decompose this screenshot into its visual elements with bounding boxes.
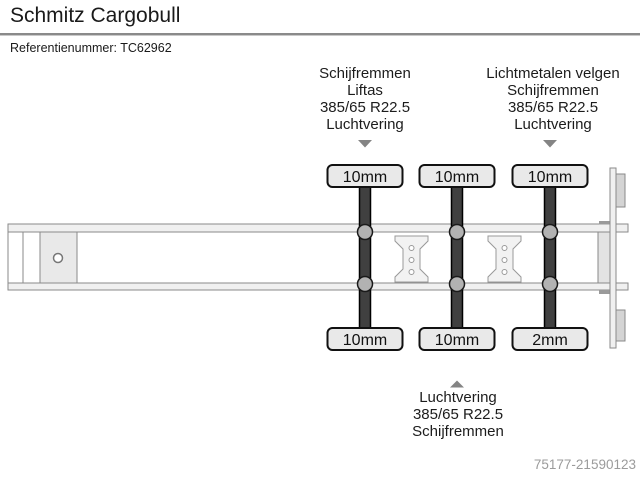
axle-2-hub-top — [448, 223, 466, 241]
rear-tab — [599, 290, 610, 294]
axle-2-bottom-tread-value: 10mm — [435, 332, 479, 349]
annotation-line: 385/65 R22.5 — [507, 99, 599, 116]
rear-end-structure — [597, 167, 626, 349]
chassis-frame — [7, 223, 629, 291]
title-divider — [0, 33, 640, 36]
annotation-line: Luchtvering — [419, 389, 497, 406]
axle-2-bottom-tread-badge — [418, 327, 496, 351]
arrow-up-icon — [450, 380, 464, 388]
axle-2: 10mm 10mm — [418, 164, 496, 351]
page-title: Schmitz Cargobull — [10, 4, 181, 27]
axle-3-top-tread-badge — [511, 164, 589, 188]
axle-1-bottom-tread-value: 10mm — [343, 332, 387, 349]
bracket-hole — [408, 257, 415, 263]
axle-3-hub-bottom — [541, 275, 559, 293]
cross-members — [394, 235, 522, 283]
listing-watermark-number: 75177-21590123 — [533, 457, 636, 472]
rear-tab — [599, 221, 610, 225]
bracket-hole — [501, 245, 508, 251]
axle-2-hub-bottom — [448, 275, 466, 293]
axle-1-top-tread-badge — [326, 164, 404, 188]
annotation-front-axle: Schijfremmen Liftas 385/65 R22.5 Luchtve… — [319, 65, 411, 133]
kingpin — [52, 252, 64, 264]
arrow-down-icon — [358, 140, 372, 148]
axle-3-hub-top — [541, 223, 559, 241]
axle-2-top-tread-value: 10mm — [435, 169, 479, 186]
axle-3-top-tread-value: 10mm — [528, 169, 572, 186]
annotation-line: 385/65 R22.5 — [412, 406, 504, 423]
axle-1-hub-top — [356, 223, 374, 241]
annotation-line: Schijfremmen — [507, 82, 599, 99]
annotation-line: Luchtvering — [326, 116, 404, 133]
axle-2-tire-bar — [450, 184, 464, 334]
axle-3-bottom-tread-badge — [511, 327, 589, 351]
axle-3: 10mm 2mm — [511, 164, 589, 351]
bracket-hole — [408, 245, 415, 251]
annotation-line: Luchtvering — [514, 116, 592, 133]
axle-1-top-tread-value: 10mm — [343, 169, 387, 186]
axle-3-bottom-tread-value: 2mm — [532, 332, 568, 349]
axle-1-tire-bar — [358, 184, 372, 334]
annotation-line: 385/65 R22.5 — [319, 99, 411, 116]
annotation-line: Liftas — [347, 82, 383, 99]
axle-1: 10mm 10mm — [326, 164, 404, 351]
axle-2-top-tread-badge — [418, 164, 496, 188]
bracket-hole — [501, 269, 508, 275]
rear-frame-post — [609, 167, 617, 349]
rear-bumper-block — [597, 231, 612, 284]
arrow-down-icon — [543, 140, 557, 148]
axle-1-hub-bottom — [356, 275, 374, 293]
annotation-line: Schijfremmen — [412, 423, 504, 440]
chassis-bottom-flange — [7, 282, 629, 291]
annotation-rear-axle: Lichtmetalen velgen Schijfremmen 385/65 … — [486, 65, 619, 133]
bracket-hole — [501, 257, 508, 263]
annotation-line: Lichtmetalen velgen — [486, 65, 620, 82]
chassis-top-flange — [7, 223, 629, 233]
rear-hinge-top — [615, 173, 626, 208]
axle-1-bottom-tread-badge — [326, 327, 404, 351]
axle-3-tire-bar — [543, 184, 557, 334]
annotation-line: Schijfremmen — [319, 65, 411, 82]
reference-number: Referentienummer: TC62962 — [10, 41, 172, 55]
bracket-hole — [408, 269, 415, 275]
annotation-middle-axle: Luchtvering 385/65 R22.5 Schijfremmen — [412, 389, 504, 440]
rear-hinge-bottom — [615, 309, 626, 342]
